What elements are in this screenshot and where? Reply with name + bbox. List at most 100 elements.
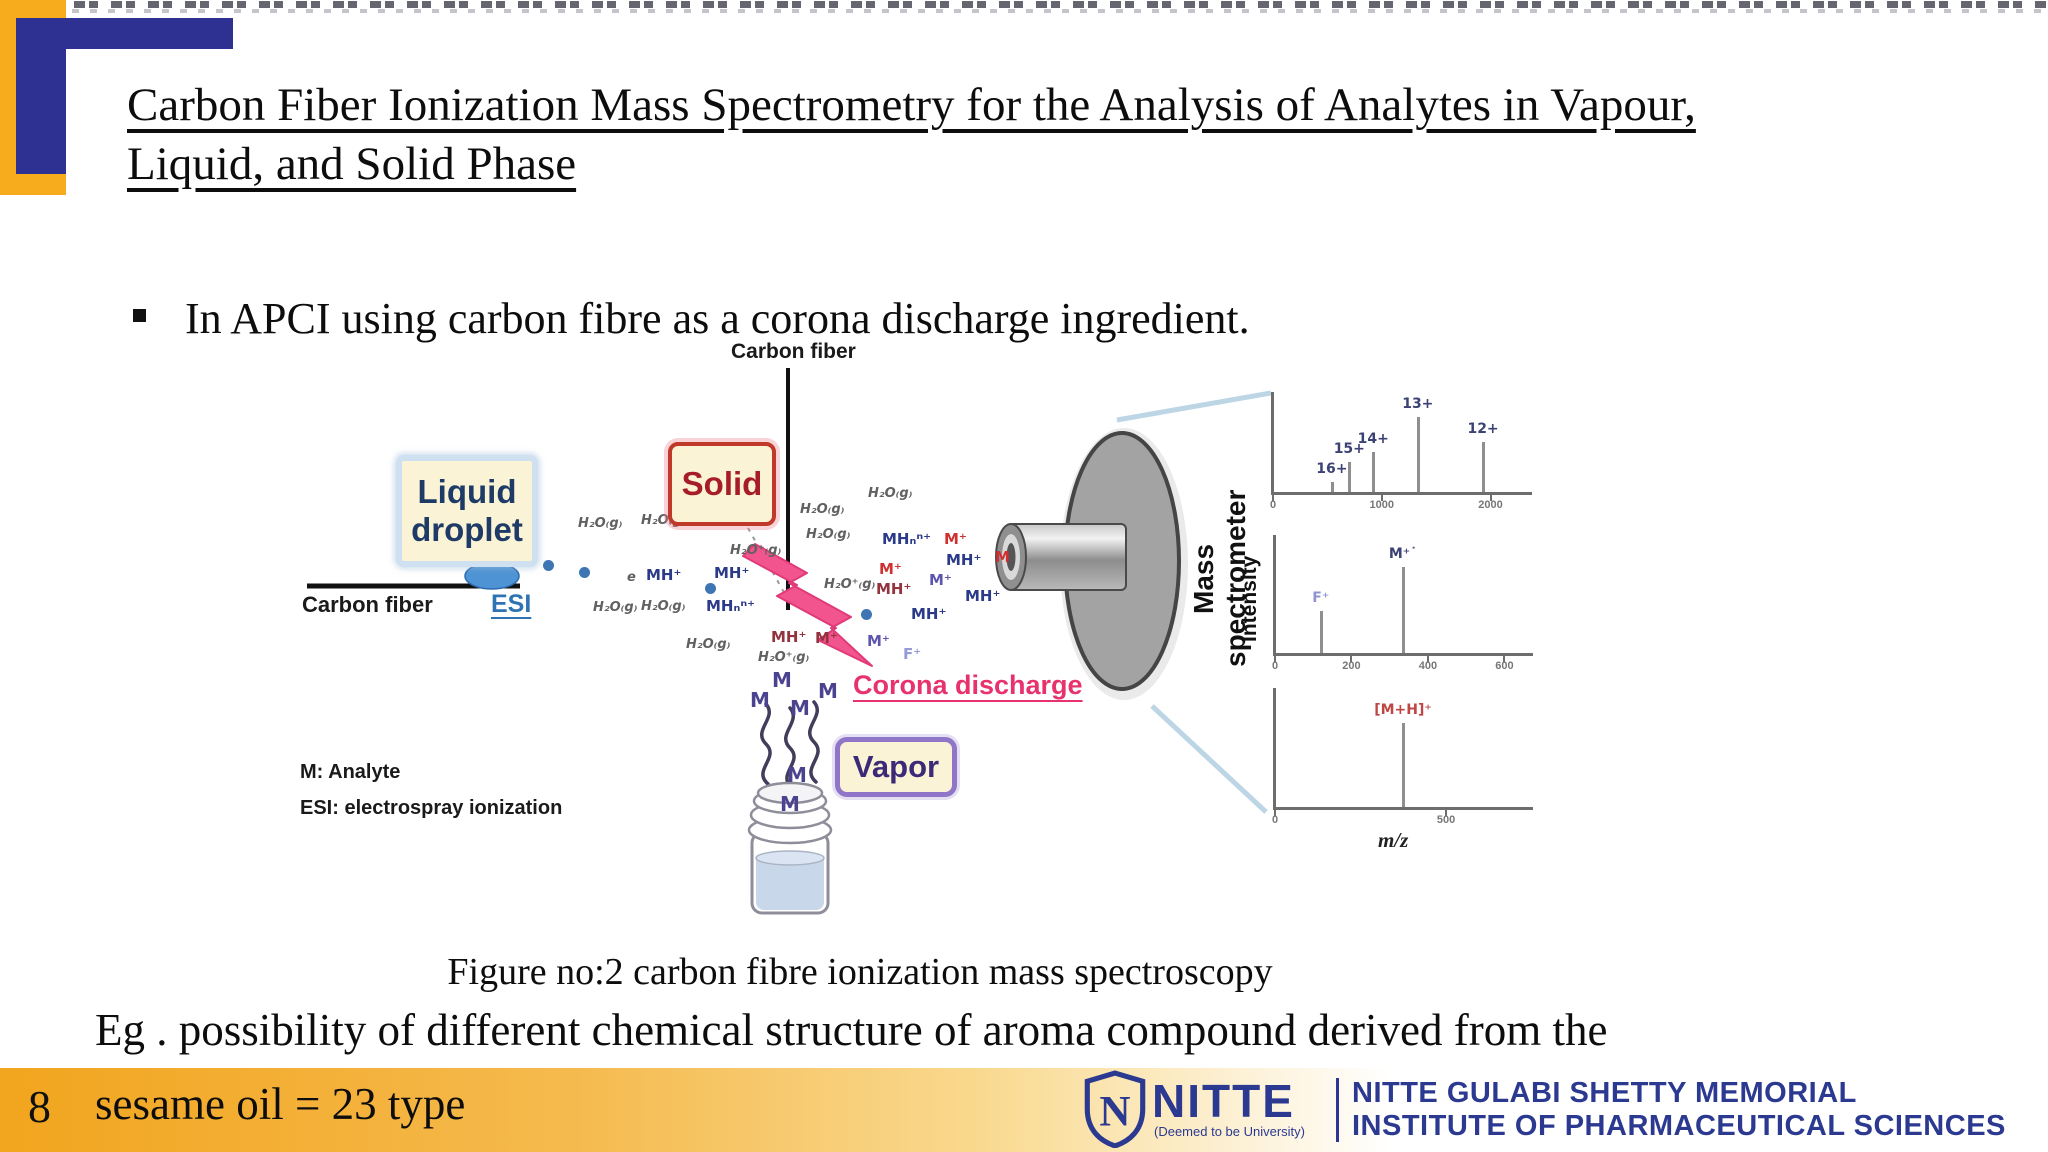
x-axis [1273, 653, 1533, 656]
axis-tick-label: 400 [1418, 660, 1438, 672]
axis-tick-label: 0 [1271, 814, 1279, 826]
mass-spectrometer-label: Mass spectrometer [1188, 489, 1251, 668]
mz-axis-label: m/z [1378, 828, 1409, 852]
liquid-box-line1: Liquid [417, 473, 517, 510]
institute-name-line1: NITTE GULABI SHETTY MEMORIAL [1352, 1077, 1857, 1109]
species-label: MH⁺ [771, 628, 807, 646]
mass-peak [1348, 462, 1352, 492]
nitte-wordmark: NITTE [1152, 1075, 1295, 1127]
analyte-m-letter: M [750, 688, 770, 712]
nitte-shield-icon: N [1084, 1070, 1146, 1148]
axis-tick-label: 200 [1342, 660, 1361, 672]
axis-tick [1272, 495, 1274, 501]
species-label: MHₙⁿ⁺ [882, 530, 932, 548]
species-label: M [995, 548, 1010, 566]
institute-name: NITTE GULABI SHETTY MEMORIAL INSTITUTE O… [1352, 1077, 2006, 1143]
axis-tick [1350, 656, 1353, 662]
axis-tick-label: 600 [1495, 660, 1514, 672]
axis-tick-label: 0 [1269, 499, 1277, 511]
mass-peak [1482, 442, 1486, 492]
species-label: H₂O₍g₎ [593, 600, 638, 615]
solid-connector-dashed-line [747, 527, 787, 597]
species-label: F⁺ [903, 645, 922, 663]
carbon-fiber-left-label: Carbon fiber [302, 592, 433, 617]
species-label: MH⁺ [876, 580, 912, 598]
mass-peak-label: 12+ [1467, 421, 1499, 437]
corner-accent-blue-vertical [16, 18, 66, 174]
species-label: M⁺ [929, 571, 952, 589]
footer-gradient-bar [0, 1068, 2048, 1152]
electron-dot-icon [579, 567, 590, 578]
mass-peak-label: 16+ [1316, 461, 1348, 477]
mass-peak [1402, 567, 1405, 653]
electron-dot-icon [705, 583, 716, 594]
example-text-line1: Eg . possibility of different chemical s… [95, 1005, 1608, 1055]
top-dashed-strip-2 [0, 9, 2048, 13]
species-label: MH⁺ [911, 605, 947, 623]
mass-peak-label: 13+ [1402, 396, 1434, 412]
funnel-line-top [1116, 390, 1272, 423]
intensity-axis-label: Intensity [1238, 555, 1261, 643]
esi-label: ESI [491, 590, 532, 618]
axis-tick [1274, 656, 1276, 662]
mass-peak [1416, 417, 1420, 492]
mass-peak-label: 15+ [1333, 441, 1365, 457]
y-axis [1273, 535, 1276, 653]
vapor-box-label: Vapor [852, 749, 940, 784]
funnel-line-bottom [1150, 704, 1268, 814]
analyte-m-letter: M [790, 696, 810, 720]
electron-dot-icon [861, 609, 872, 620]
axis-tick [1489, 495, 1492, 501]
bullet-marker [133, 309, 146, 322]
y-axis [1273, 688, 1276, 807]
mass-peak-label: F⁺ [1312, 590, 1330, 606]
axis-tick-label: 2000 [1478, 499, 1503, 511]
species-label: M⁺ [944, 530, 967, 548]
axis-tick [1503, 656, 1506, 662]
mass-peak [1330, 482, 1334, 492]
species-label: e [627, 570, 636, 585]
y-axis [1271, 392, 1274, 492]
corona-discharge-label: Corona discharge [853, 670, 1083, 700]
axis-tick [1274, 810, 1276, 816]
species-label: H₂O⁺₍g₎ [730, 543, 782, 558]
species-label: MH⁺ [714, 564, 750, 582]
species-label: H₂O₍g₎ [686, 637, 731, 652]
solid-box: Solid [668, 442, 776, 526]
mass-spectrum-panel: 0 200 400 600 F⁺ M⁺˙ [1271, 535, 1553, 677]
axis-tick-label: 500 [1436, 814, 1456, 826]
species-label: H₂O₍g₎ [641, 599, 686, 614]
axis-tick-label: 1000 [1369, 499, 1394, 511]
liquid-droplet-box: Liquid droplet [396, 455, 538, 567]
vapor-squiggles [760, 700, 820, 790]
nitte-subtext: (Deemed to be University) [1154, 1124, 1305, 1139]
species-label: H₂O₍g₎ [578, 516, 623, 531]
page-number: 8 [28, 1081, 51, 1132]
axis-tick [1426, 656, 1429, 662]
top-dashed-strip [0, 1, 2048, 8]
nitte-logo-block: N NITTE (Deemed to be University) NITTE … [1080, 1068, 2048, 1152]
mass-peak-label: M⁺˙ [1388, 546, 1418, 562]
analyte-m-letter: M [772, 668, 792, 692]
mass-peak-label: [M+H]⁺ [1374, 702, 1432, 718]
esi-key-label: ESI: electrospray ionization [300, 797, 563, 819]
figure-caption: Figure no:2 carbon fibre ionization mass… [447, 951, 1273, 993]
axis-tick-label: 0 [1271, 660, 1279, 672]
species-label: H₂O₍g₎ [800, 502, 845, 517]
axis-tick [1445, 810, 1448, 816]
species-label: MH⁺ [646, 566, 682, 584]
lightning-bolt-icon [742, 543, 873, 667]
sample-vial [747, 781, 833, 915]
analyte-m-letter: M [780, 792, 800, 816]
slide-title: Carbon Fiber Ionization Mass Spectrometr… [127, 76, 1917, 194]
species-label: MHₙⁿ⁺ [706, 597, 756, 615]
analyte-m-letter: M [787, 763, 807, 787]
vapor-box: Vapor [835, 737, 957, 797]
species-label: M⁺ [815, 629, 838, 647]
species-label: H₂O₍g₎ [806, 527, 851, 542]
species-label: M⁺ [867, 632, 890, 650]
electron-dot-icon [543, 560, 554, 571]
